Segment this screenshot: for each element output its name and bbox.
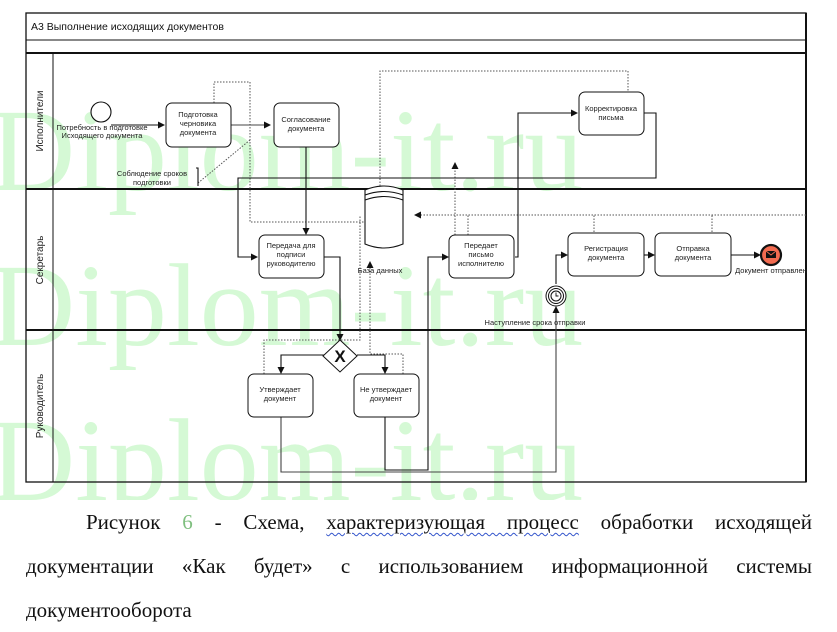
assoc-correct-db: [379, 70, 629, 210]
end-event-label: Документ отправлен: [735, 266, 807, 275]
caption-dash: - Схема,: [192, 510, 327, 534]
task-approves-document[interactable]: Утверждает документ: [247, 373, 314, 418]
task-send-document[interactable]: Отправка документа: [654, 232, 732, 277]
caption-rest: обработки исходящей: [578, 510, 812, 534]
caption-spellcheck-underlined: характеризующая процесс: [326, 510, 579, 534]
annotation-line-2: подготовки: [133, 178, 171, 187]
caption-line-3: документооборота: [26, 598, 192, 622]
task-draft-label-2: черновика: [180, 119, 217, 128]
task-correct-letter[interactable]: Корректировка письма: [578, 91, 645, 136]
task-register-document[interactable]: Регистрация документа: [567, 232, 645, 277]
task-return-label-1: Передает: [464, 241, 498, 250]
gateway-x-icon: X: [334, 347, 346, 366]
task-not-approves-document[interactable]: Не утверждает документ: [353, 373, 420, 418]
start-event[interactable]: [90, 101, 112, 123]
start-event-label-line2: Исходящего документа: [62, 131, 144, 140]
caption-prefix: Рисунок: [86, 510, 183, 534]
datastore-label: База данных: [358, 266, 403, 275]
annotation-line-1: Соблюдение сроков: [117, 169, 187, 178]
task-register-label-1: Регистрация: [584, 244, 628, 253]
task-not-approves-label-2: документ: [370, 394, 403, 403]
bpmn-diagram: Diplom-it.ru Diplom-it.ru Diplom-it.ru А…: [0, 12, 807, 500]
task-send-label-1: Отправка: [676, 244, 710, 253]
diagram-title: А3 Выполнение исходящих документов: [31, 21, 224, 33]
task-draft-label-1: Подготовка: [178, 110, 218, 119]
associations: [197, 70, 806, 374]
task-transfer-label-2: подписи: [277, 250, 306, 259]
start-event-label-line1: Потребность в подготовке: [56, 123, 147, 132]
caption-figure-number: 6: [182, 510, 193, 534]
task-return-label-2: письмо: [468, 250, 493, 259]
lane-label-manager: Руководитель: [35, 374, 46, 438]
caption-line-1: Рисунок 6 - Схема, характеризующая проце…: [26, 500, 812, 544]
timer-event-label: Наступление срока отправки: [485, 318, 586, 327]
task-not-approves-label-1: Не утверждает: [360, 385, 413, 394]
task-draft-label-3: документа: [180, 128, 217, 137]
task-approve-draft-label-1: Согласование: [281, 115, 330, 124]
pool: [25, 12, 807, 483]
task-approves-label-1: Утверждает: [259, 385, 301, 394]
task-transfer-label-3: руководителю: [266, 259, 315, 268]
lane-label-executors: Исполнители: [35, 90, 46, 151]
task-correct-label-2: письма: [598, 113, 624, 122]
exclusive-gateway[interactable]: X: [322, 339, 358, 373]
caption-line-2: документации «Как будет» с использование…: [26, 554, 812, 578]
task-return-letter[interactable]: Передает письмо исполнителю: [448, 234, 515, 279]
task-approves-label-2: документ: [264, 394, 297, 403]
task-transfer-label-1: Передача для: [266, 241, 315, 250]
task-correct-label-1: Корректировка: [585, 104, 638, 113]
task-transfer-for-signature[interactable]: Передача для подписи руководителю: [258, 234, 325, 279]
end-event-message[interactable]: [759, 243, 783, 267]
sequence-flows: [111, 109, 761, 473]
task-send-label-2: документа: [675, 253, 712, 262]
figure-caption: Рисунок 6 - Схема, характеризующая проце…: [26, 500, 812, 632]
text-annotation: Соблюдение сроков подготовки: [117, 169, 187, 187]
lane-label-secretary: Секретарь: [35, 236, 46, 285]
task-draft[interactable]: Подготовка черновика документа: [165, 102, 232, 148]
task-return-label-3: исполнителю: [458, 259, 504, 268]
task-approve-draft-label-2: документа: [288, 124, 325, 133]
task-approve-draft[interactable]: Согласование документа: [273, 102, 340, 148]
datastore-database[interactable]: [364, 185, 404, 249]
task-register-label-2: документа: [588, 253, 625, 262]
timer-event[interactable]: [545, 285, 567, 307]
